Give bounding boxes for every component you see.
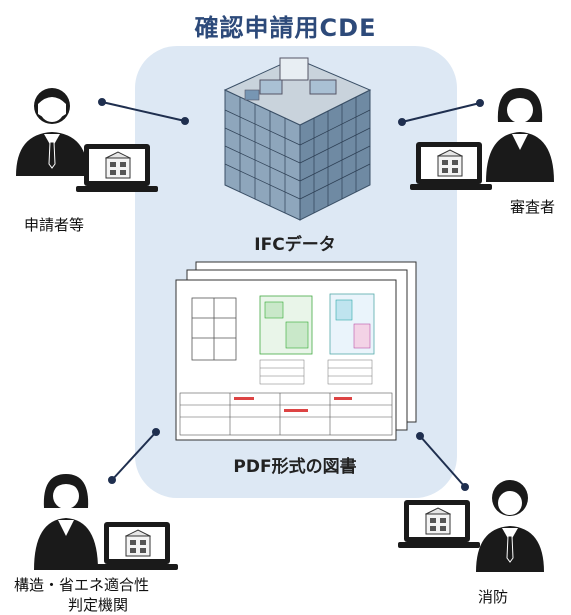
structure-body-label-line2: 判定機関 bbox=[68, 596, 129, 614]
connector-fire bbox=[419, 435, 466, 488]
fire-dept-label: 消防 bbox=[478, 588, 509, 606]
building-icon bbox=[104, 151, 132, 179]
applicant-label: 申請者等 bbox=[24, 216, 85, 234]
applicant-person-icon bbox=[16, 88, 158, 192]
connector-reviewer bbox=[401, 102, 481, 123]
building-icon bbox=[436, 149, 464, 177]
diagram-title: 確認申請用CDE bbox=[194, 14, 377, 42]
reviewer-person-icon bbox=[410, 88, 554, 190]
reviewer-label: 審査者 bbox=[510, 198, 556, 216]
connector-structure bbox=[111, 431, 157, 481]
pdf-drawings-icon bbox=[175, 261, 417, 441]
ifc-data-label: IFCデータ bbox=[254, 235, 336, 255]
structure-body-person-icon bbox=[34, 474, 178, 570]
structure-body-label-line1: 構造・省エネ適合性 bbox=[14, 576, 150, 594]
fire-dept-person-icon bbox=[398, 480, 544, 572]
pdf-drawings-label: PDF形式の図書 bbox=[233, 457, 357, 477]
connector-applicant bbox=[101, 101, 186, 122]
building-icon bbox=[124, 529, 152, 557]
building-icon bbox=[424, 507, 452, 535]
building-model-icon bbox=[223, 57, 372, 221]
